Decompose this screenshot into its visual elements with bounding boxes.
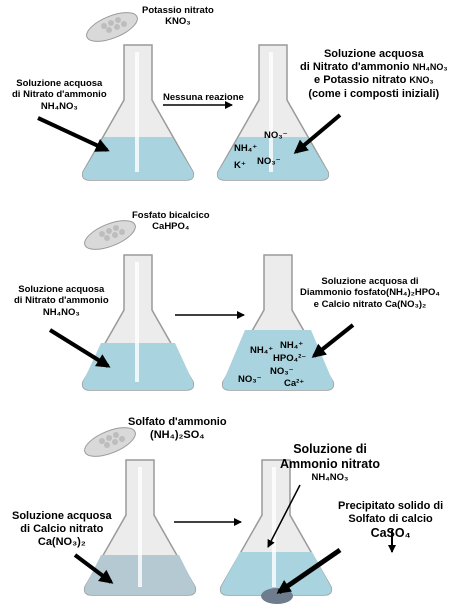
row2-added-label: Fosfato bicalcico CaHPO₄ [132,210,210,233]
ion: K⁺ [234,160,246,171]
row3-left-label: Soluzione acquosa di Calcio nitrato Ca(N… [12,510,112,549]
row1-left-label: Soluzione acquosa di Nitrato d'ammonio N… [12,78,107,112]
ion: Ca²⁺ [284,378,305,389]
ion: NH₄⁺ [280,340,304,351]
ion: NO₃⁻ [238,374,262,385]
row-3 [73,427,396,604]
precipitate [261,588,293,604]
flask-2-left [81,254,195,391]
spoon-2 [84,220,136,250]
spoon-3 [84,427,136,457]
flask-3-right [219,459,333,604]
row1-right-label: Soluzione acquosa di Nitrato d'ammonio N… [300,48,448,100]
row2-left-label: Soluzione acquosa di Nitrato d'ammonio N… [14,284,109,318]
ion: NO₃⁻ [264,130,288,141]
precipitate-label: Precipitato solido di Solfato di calcio … [338,500,444,541]
row3-added-label: Solfato d'ammonio (NH₄)₂SO₄ [128,416,227,442]
ion: NH₄⁺ [234,143,258,154]
ion: NO₃⁻ [257,156,281,167]
flask-3-left [83,459,197,596]
row-1 [37,12,342,181]
row1-added-label: Potassio nitrato KNO₃ [142,5,214,28]
spoon-1 [86,12,138,42]
flask-1-left [81,44,195,181]
no-reaction-label: Nessuna reazione [163,92,244,103]
flask-2-right [221,254,335,391]
row2-right-label: Soluzione acquosa di Diammonio fosfato(N… [300,276,440,310]
ion: NH₄⁺ [250,345,274,356]
ion: NO₃⁻ [270,366,294,377]
row3-right-label: Soluzione di Ammonio nitrato NH₄NO₃ [280,442,380,483]
ion: HPO₄²⁻ [273,353,307,364]
row-2 [48,220,355,391]
